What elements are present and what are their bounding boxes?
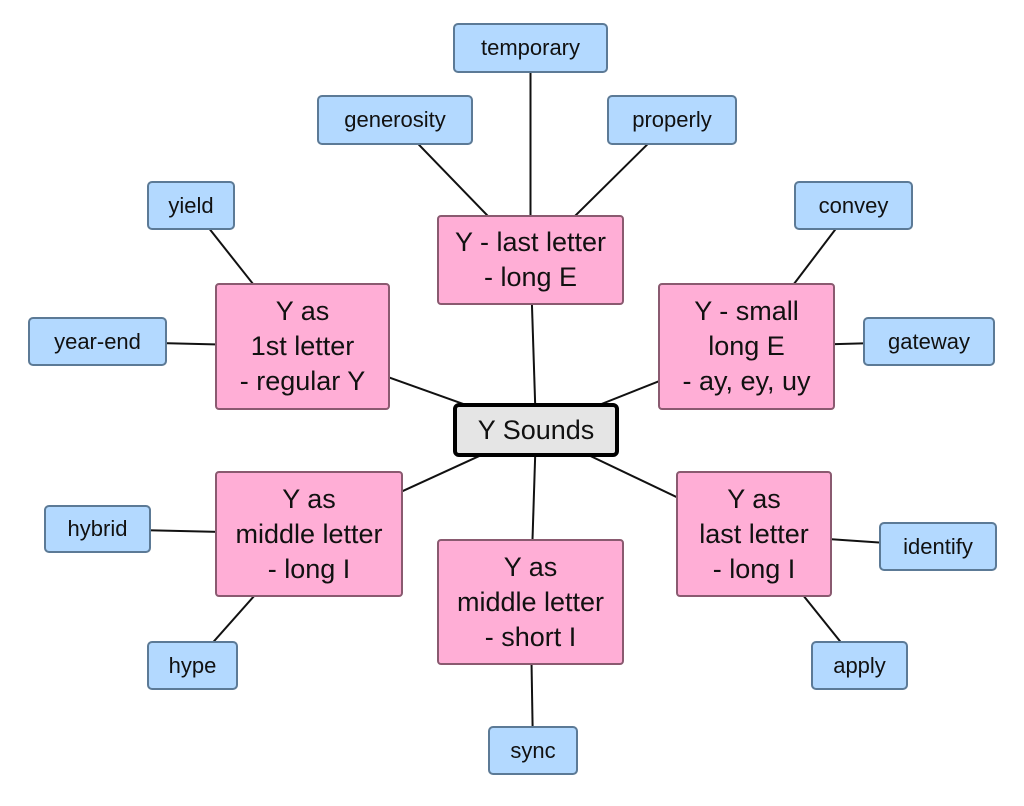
leaf-node-year-end[interactable]: year-end — [28, 317, 167, 366]
leaf-node-identify[interactable]: identify — [879, 522, 997, 571]
leaf-node-hybrid[interactable]: hybrid — [44, 505, 151, 553]
leaf-node-gateway[interactable]: gateway — [863, 317, 995, 366]
category-node-last-letter-long-e[interactable]: Y - last letter - long E — [437, 215, 624, 305]
leaf-node-sync[interactable]: sync — [488, 726, 578, 775]
category-node-small-long-e[interactable]: Y - small long E - ay, ey, uy — [658, 283, 835, 410]
category-node-middle-letter-long-i[interactable]: Y as middle letter - long I — [215, 471, 403, 597]
category-node-middle-letter-short-i[interactable]: Y as middle letter - short I — [437, 539, 624, 665]
category-node-last-letter-long-i[interactable]: Y as last letter - long I — [676, 471, 832, 597]
leaf-node-hype[interactable]: hype — [147, 641, 238, 690]
leaf-node-convey[interactable]: convey — [794, 181, 913, 230]
root-node-y-sounds[interactable]: Y Sounds — [453, 403, 619, 457]
leaf-node-apply[interactable]: apply — [811, 641, 908, 690]
leaf-node-yield[interactable]: yield — [147, 181, 235, 230]
leaf-node-generosity[interactable]: generosity — [317, 95, 473, 145]
category-node-first-letter-regular-y[interactable]: Y as 1st letter - regular Y — [215, 283, 390, 410]
leaf-node-properly[interactable]: properly — [607, 95, 737, 145]
leaf-node-temporary[interactable]: temporary — [453, 23, 608, 73]
